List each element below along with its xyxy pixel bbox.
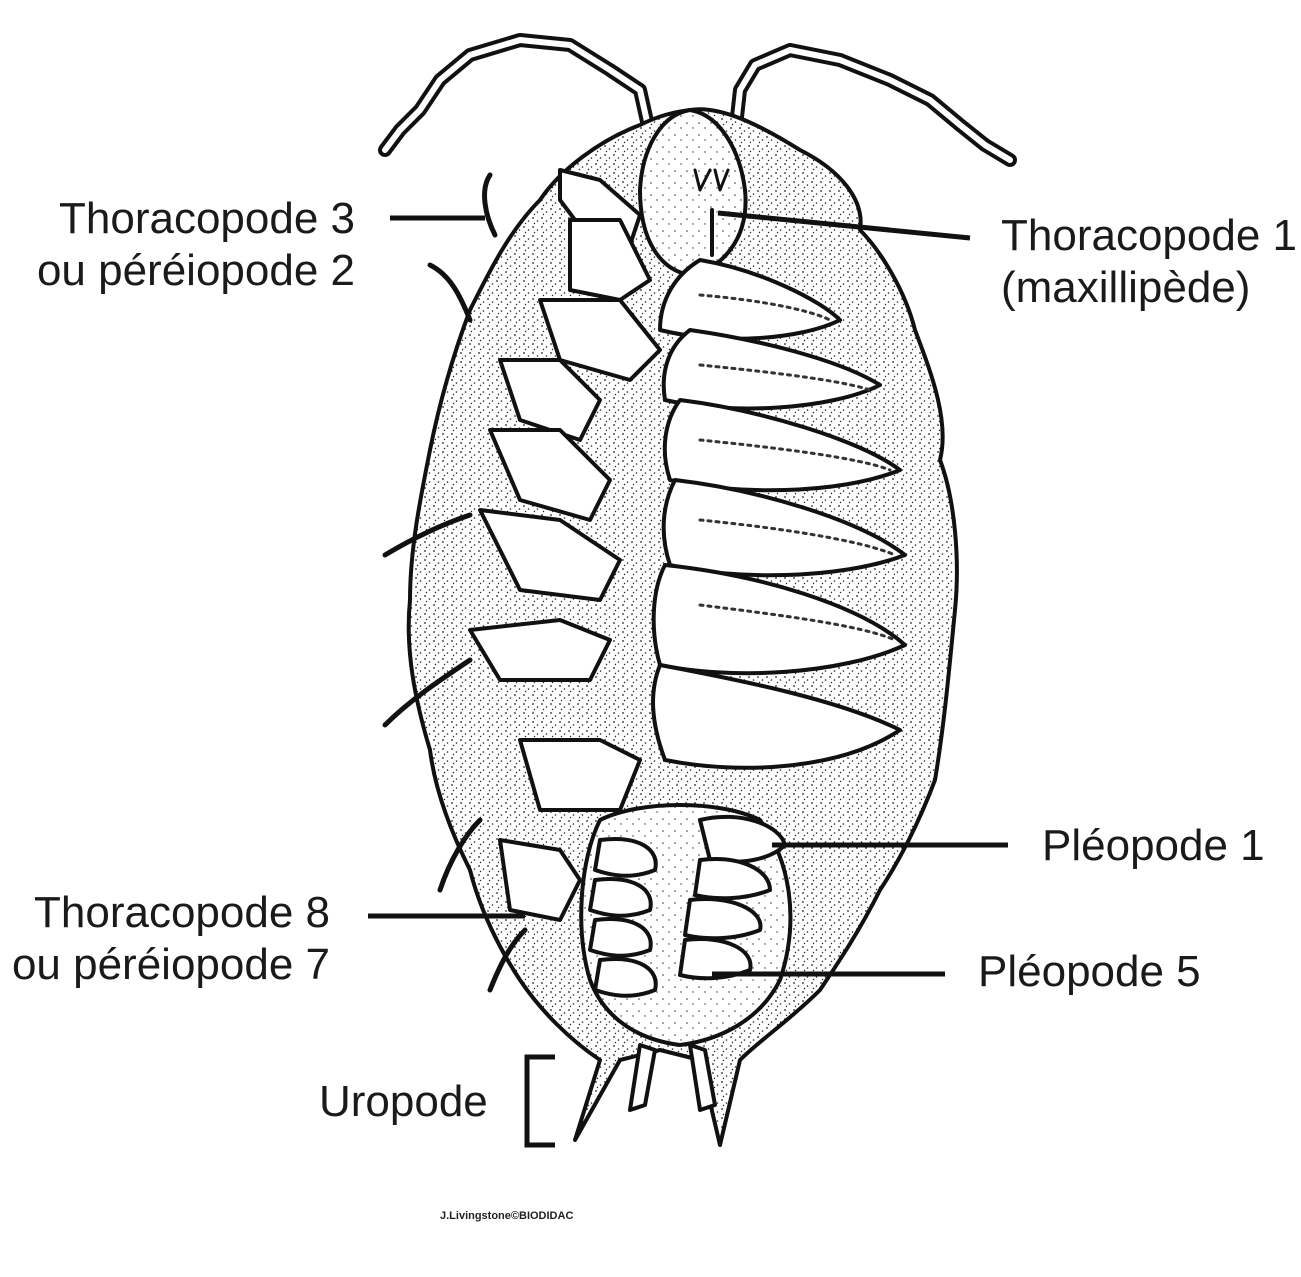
label-thoracopode-3-line2: ou péréiopode 2: [36, 246, 355, 295]
sternal-plates: [651, 258, 907, 770]
label-pleopode-5: Pléopode 5: [978, 946, 1201, 998]
leader-thoracopode-1: [717, 210, 971, 241]
label-pleopode-5-text: Pléopode 5: [978, 947, 1201, 996]
label-thoracopode-8: Thoracopode 8 ou péréiopode 7: [0, 887, 330, 991]
uropods: [628, 1043, 717, 1112]
label-pleopode-1-text: Pléopode 1: [1042, 821, 1265, 870]
left-antenna: [378, 33, 657, 157]
label-thoracopode-3-line1: Thoracopode 3: [59, 194, 355, 243]
uropode-bracket: [524, 1054, 555, 1148]
label-pleopode-1: Pléopode 1: [1042, 820, 1265, 872]
isopod-body-illustration: [378, 33, 1017, 1147]
label-thoracopode-1: Thoracopode 1 (maxillipède): [1001, 210, 1297, 314]
label-thoracopode-8-line1: Thoracopode 8: [34, 888, 330, 937]
label-uropode: Uropode: [319, 1076, 488, 1128]
left-legs: [468, 168, 662, 922]
label-thoracopode-8-line2: ou péréiopode 7: [11, 940, 330, 989]
leader-lines: [368, 210, 1008, 1148]
label-thoracopode-1-line2: (maxillipède): [1001, 263, 1251, 312]
leg-dactyls: [382, 172, 528, 993]
credit-text: J.Livingstone©BIODIDAC: [440, 1210, 574, 1222]
label-uropode-text: Uropode: [319, 1077, 488, 1126]
pleopods: [588, 814, 787, 998]
label-thoracopode-3: Thoracopode 3 ou péréiopode 2: [20, 193, 355, 297]
label-thoracopode-1-line1: Thoracopode 1: [1001, 211, 1297, 260]
